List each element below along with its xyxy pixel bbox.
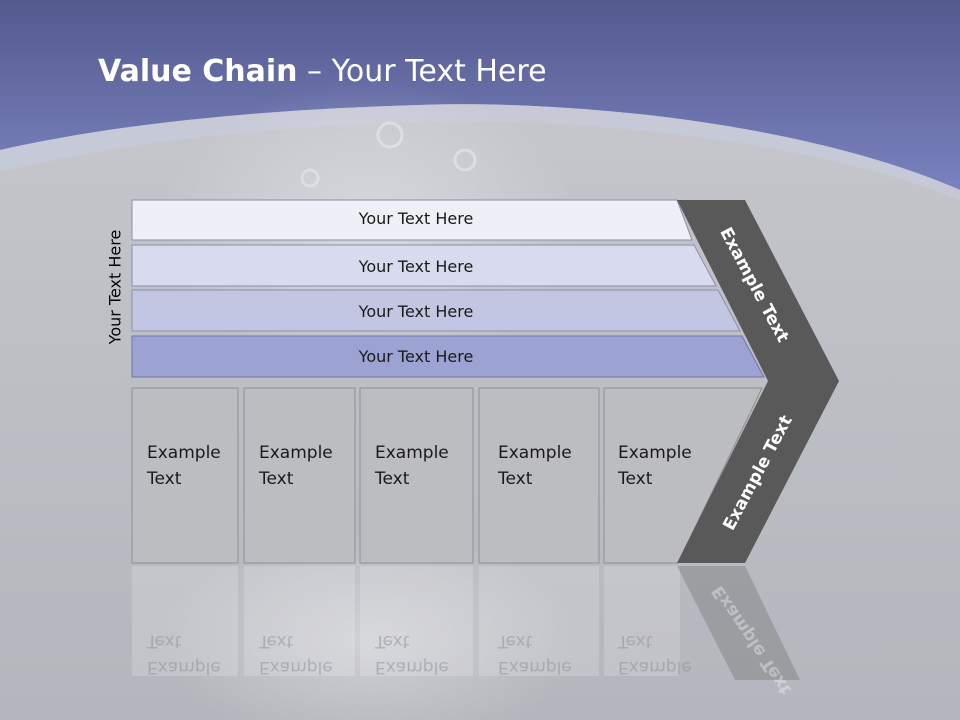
box xyxy=(478,387,600,564)
box-label-reflection: Example Text xyxy=(618,631,692,677)
box xyxy=(243,387,356,564)
box-label-reflection: Example Text xyxy=(375,631,449,677)
chevron-reflection xyxy=(677,566,800,680)
page-title: Value Chain – Your Text Here xyxy=(98,54,547,89)
reflection xyxy=(132,566,680,676)
box-label: Example Text xyxy=(498,443,572,489)
row-label: Your Text Here xyxy=(358,257,474,276)
row-label: Your Text Here xyxy=(358,209,474,228)
box-label-reflection: Example Text xyxy=(498,631,572,677)
gear-icon xyxy=(376,121,404,149)
box-label: Example Text xyxy=(375,443,449,489)
box xyxy=(359,387,474,564)
smoke-glow xyxy=(160,530,580,720)
row-label: Your Text Here xyxy=(358,347,474,366)
side-label: Your Text Here xyxy=(105,229,125,345)
box-label-reflection: Example Text xyxy=(147,631,221,677)
box-label: Example Text xyxy=(259,443,333,489)
box xyxy=(131,387,239,564)
row-bar xyxy=(131,199,693,241)
row-bar xyxy=(131,244,717,287)
box-label: Example Text xyxy=(147,443,221,489)
box-label-reflection: Example Text xyxy=(259,631,333,677)
gear-icon xyxy=(453,148,477,172)
row-label: Your Text Here xyxy=(358,302,474,321)
row-bar xyxy=(131,335,765,378)
box-label: Example Text xyxy=(618,443,692,489)
header-band xyxy=(0,0,960,190)
gear-icon xyxy=(300,168,320,188)
row-bar xyxy=(131,289,741,332)
chevron-arrow xyxy=(677,200,839,563)
